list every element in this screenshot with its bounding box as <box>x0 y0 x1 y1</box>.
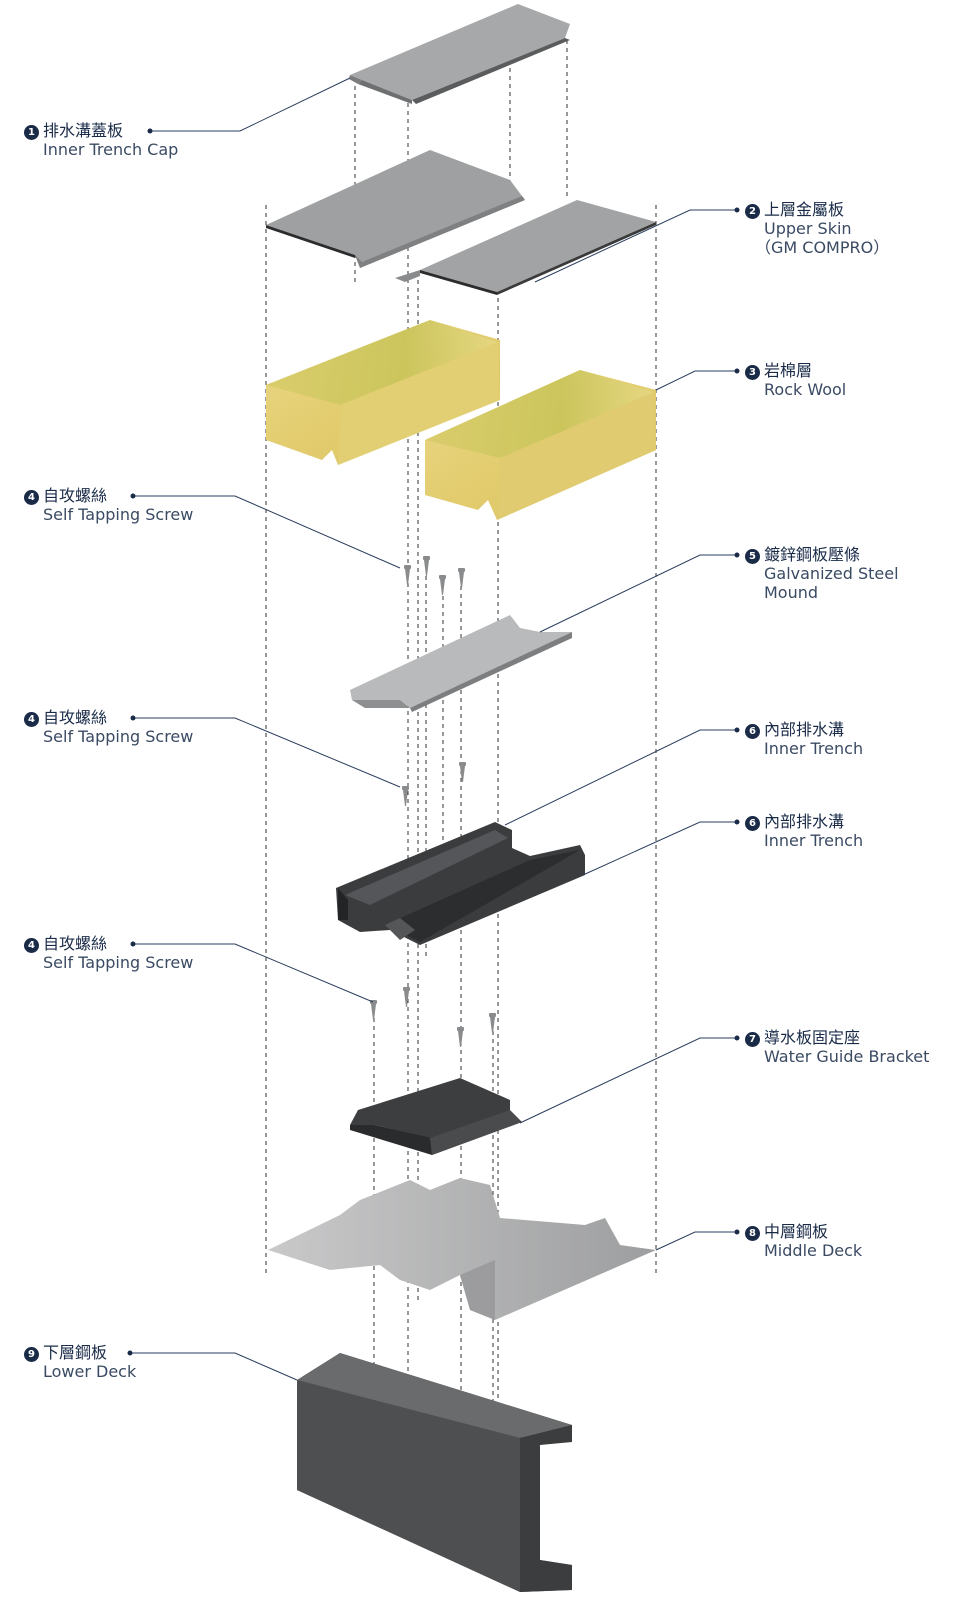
label-number: 1 <box>24 125 39 140</box>
label-number: 7 <box>745 1032 760 1047</box>
label-en: Lower Deck <box>43 1362 137 1381</box>
label-number: 8 <box>745 1226 760 1241</box>
label-number: 3 <box>745 365 760 380</box>
galvanized-steel-mound-part <box>350 615 572 712</box>
label-zh: 內部排水溝 <box>764 812 845 831</box>
label-upper-skin: 2 上層金屬板 Upper Skin （GM COMPRO） <box>745 200 889 257</box>
label-en-line2: Mound <box>764 583 819 602</box>
leader-lines <box>130 77 737 1381</box>
label-number: 6 <box>745 724 760 739</box>
label-en: Inner Trench Cap <box>43 140 179 159</box>
inner-trench-cap-part <box>349 4 570 104</box>
label-number: 4 <box>24 938 39 953</box>
label-self-tapping-screw-2: 4 自攻螺絲 Self Tapping Screw <box>24 708 193 746</box>
label-en-line2: （GM COMPRO） <box>755 238 890 257</box>
label-number: 4 <box>24 712 39 727</box>
label-self-tapping-screw-1: 4 自攻螺絲 Self Tapping Screw <box>24 486 193 524</box>
label-en: Galvanized Steel <box>764 564 899 583</box>
label-self-tapping-screw-3: 4 自攻螺絲 Self Tapping Screw <box>24 934 193 972</box>
leader-dots <box>127 128 740 1356</box>
label-zh: 導水板固定座 <box>764 1028 861 1047</box>
label-zh: 自攻螺絲 <box>43 486 108 505</box>
label-number: 9 <box>24 1347 39 1362</box>
inner-trench-part <box>336 822 585 945</box>
label-zh: 內部排水溝 <box>764 720 845 739</box>
label-en: Inner Trench <box>764 739 864 758</box>
label-en: Middle Deck <box>764 1241 863 1260</box>
label-number: 2 <box>745 204 760 219</box>
label-number: 5 <box>745 549 760 564</box>
label-en: Upper Skin <box>764 219 852 238</box>
label-galvanized-steel-mound: 5 鍍鋅鋼板壓條 Galvanized Steel Mound <box>745 545 899 602</box>
label-inner-trench-cap: 1 排水溝蓋板 Inner Trench Cap <box>24 121 178 159</box>
middle-deck-part <box>268 1178 656 1320</box>
label-zh: 上層金屬板 <box>764 200 845 219</box>
label-rock-wool: 3 岩棉層 Rock Wool <box>745 361 846 399</box>
label-lower-deck: 9 下層鋼板 Lower Deck <box>24 1343 136 1381</box>
label-water-guide-bracket: 7 導水板固定座 Water Guide Bracket <box>745 1028 929 1066</box>
label-en: Inner Trench <box>764 831 864 850</box>
label-en: Water Guide Bracket <box>764 1047 930 1066</box>
lower-deck-part <box>297 1353 572 1592</box>
label-inner-trench-2: 6 內部排水溝 Inner Trench <box>745 812 863 850</box>
label-zh: 自攻螺絲 <box>43 934 108 953</box>
label-zh: 鍍鋅鋼板壓條 <box>764 545 861 564</box>
label-en: Self Tapping Screw <box>43 505 194 524</box>
label-en: Self Tapping Screw <box>43 727 194 746</box>
label-zh: 自攻螺絲 <box>43 708 108 727</box>
label-en: Rock Wool <box>764 380 847 399</box>
label-en: Self Tapping Screw <box>43 953 194 972</box>
label-zh: 下層鋼板 <box>43 1343 108 1362</box>
screws-group-b <box>402 762 466 806</box>
upper-skin-part <box>266 150 656 295</box>
label-zh: 岩棉層 <box>764 361 813 380</box>
label-zh: 排水溝蓋板 <box>43 121 124 140</box>
label-middle-deck: 8 中層鋼板 Middle Deck <box>745 1222 862 1260</box>
label-inner-trench-1: 6 內部排水溝 Inner Trench <box>745 720 863 758</box>
screws-group-a <box>404 556 465 595</box>
rock-wool-part <box>266 320 656 520</box>
label-zh: 中層鋼板 <box>764 1222 829 1241</box>
water-guide-bracket-part <box>350 1078 522 1155</box>
screws-group-c <box>370 987 496 1047</box>
label-number: 4 <box>24 490 39 505</box>
label-number: 6 <box>745 816 760 831</box>
